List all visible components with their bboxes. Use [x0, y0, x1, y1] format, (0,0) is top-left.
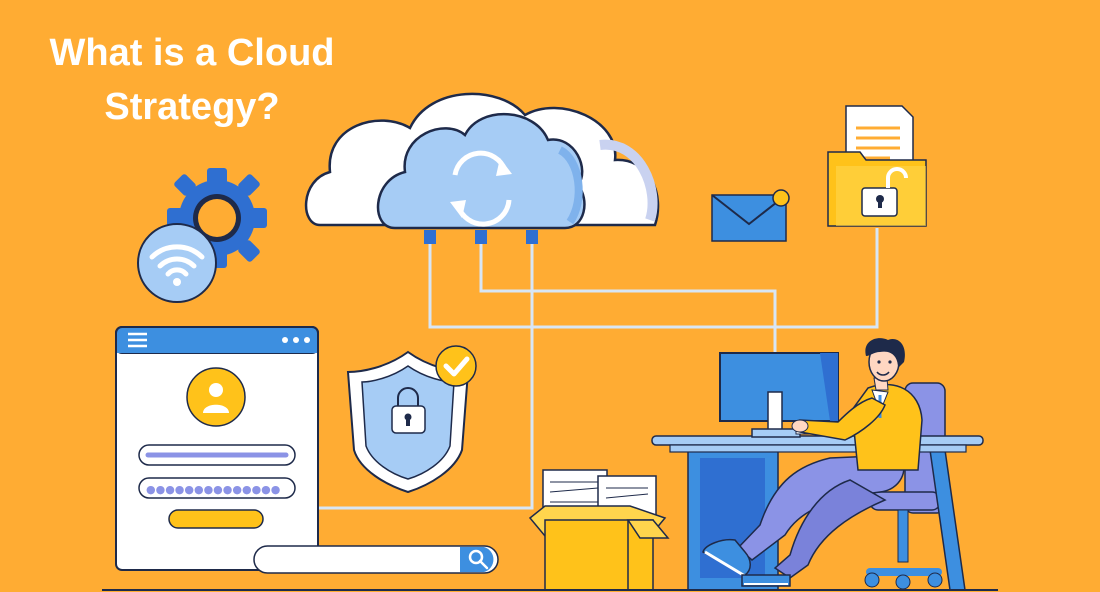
cloud-sync-icon	[304, 92, 660, 244]
password-field[interactable]	[138, 477, 296, 499]
login-button[interactable]	[168, 509, 264, 529]
wifi-icon	[137, 223, 217, 303]
line-cloud-computer	[479, 240, 777, 352]
password-mask: ●●●●●●●●●●●●●●	[146, 483, 280, 496]
envelope-icon	[711, 189, 790, 242]
line-cloud-login	[318, 240, 534, 510]
search-bar[interactable]	[253, 545, 499, 574]
user-avatar-icon	[186, 367, 246, 427]
check-icon	[435, 345, 477, 387]
person-at-desk	[702, 338, 923, 587]
box-icon	[528, 469, 670, 591]
connection-lines	[318, 228, 879, 510]
hamburger-menu-icon[interactable]	[128, 332, 147, 348]
line-cloud-folder	[428, 228, 879, 329]
more-dots-icon[interactable]	[282, 337, 310, 343]
search-input[interactable]	[253, 545, 499, 574]
search-icon[interactable]	[468, 549, 489, 570]
login-window: ●●●●●●●●●●●●●●	[115, 326, 319, 571]
page-title: What is a Cloud Strategy?	[49, 32, 335, 128]
folder-lock-icon	[827, 105, 927, 227]
computer-monitor-icon	[719, 352, 839, 438]
shield-lock-icon	[346, 345, 477, 494]
